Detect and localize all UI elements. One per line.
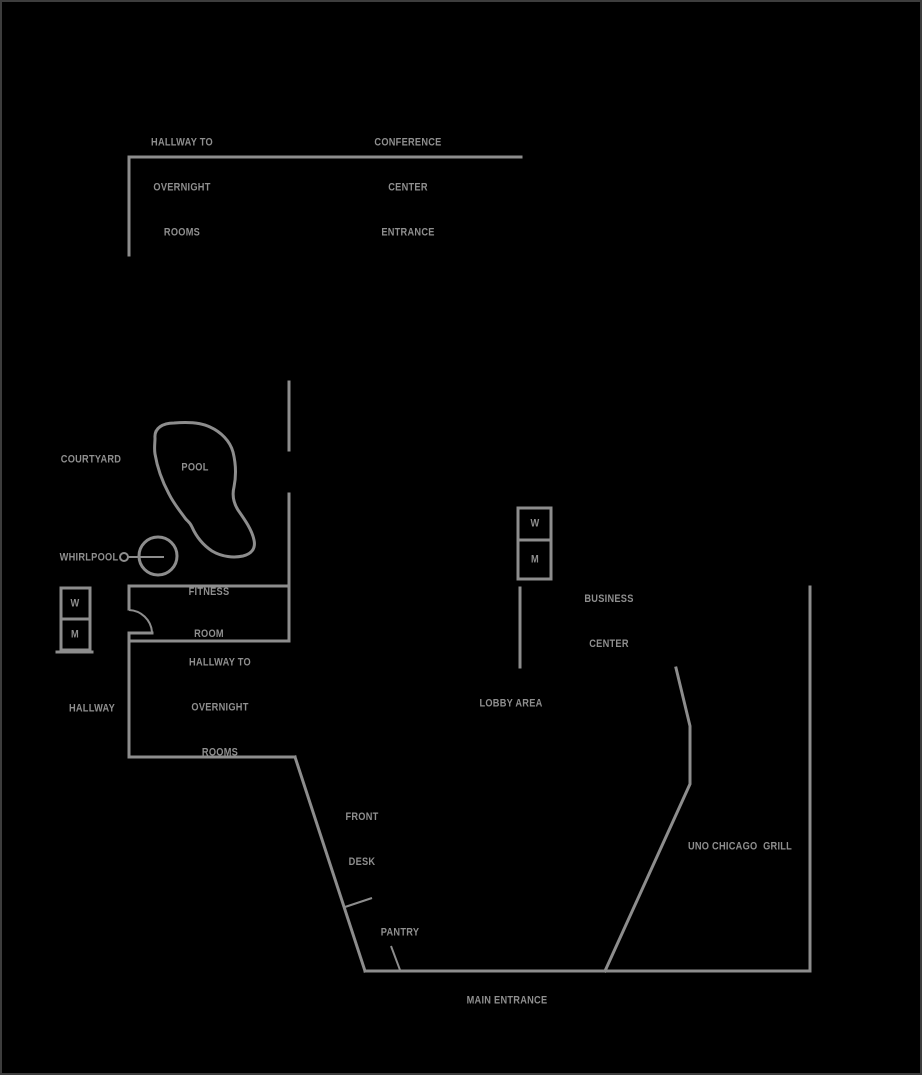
label-main-entrance: MAIN ENTRANCE: [466, 994, 548, 1007]
label-pantry: PANTRY: [380, 926, 420, 939]
label-fitness-room: FITNESS ROOM: [188, 586, 230, 640]
label-restroom-lobby-men: M: [531, 553, 539, 566]
label-lobby-area: LOBBY AREA: [479, 697, 543, 710]
fitness-room-door-arc: [128, 609, 153, 633]
grill-boundary-wall: [603, 666, 692, 973]
front-desk-diagonal-wall: [293, 755, 367, 973]
label-business-center: BUSINESS CENTER: [584, 593, 634, 650]
conference-hallway-wall: [127, 155, 523, 257]
label-restroom-lobby-women: W: [530, 517, 540, 530]
label-hallway: HALLWAY: [68, 702, 116, 715]
label-restroom-courtyard-women: W: [70, 597, 80, 610]
pantry-leader-line: [390, 945, 401, 971]
label-whirlpool: WHIRLPOOL: [59, 551, 119, 564]
label-restroom-courtyard-men: M: [71, 628, 79, 641]
label-pool: POOL: [181, 461, 209, 474]
whirlpool-pointer-dot: [119, 552, 129, 562]
label-front-desk: FRONT DESK: [345, 811, 379, 868]
label-courtyard: COURTYARD: [60, 453, 122, 466]
pool-outline: [153, 421, 256, 559]
lobby-restroom-box: [516, 506, 553, 581]
front-desk-tick: [344, 897, 373, 908]
fitness-room-top-wall: [127, 584, 291, 611]
label-conference-center-entrance: CONFERENCE CENTER ENTRANCE: [374, 136, 442, 239]
label-hallway-overnight-top: HALLWAY TO OVERNIGHT ROOMS: [151, 136, 213, 239]
label-hallway-overnight-mid: HALLWAY TO OVERNIGHT ROOMS: [189, 656, 251, 759]
label-uno-chicago-grill: UNO CHICAGO GRILL: [687, 840, 793, 853]
